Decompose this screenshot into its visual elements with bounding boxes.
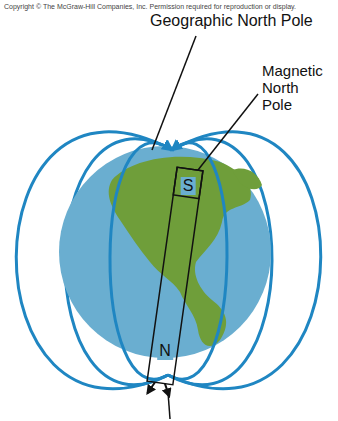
axis-line — [168, 392, 170, 419]
leader-line — [152, 36, 196, 150]
leader-line — [198, 94, 258, 170]
field-lines-inner — [110, 143, 227, 380]
continent-north-america — [109, 157, 251, 346]
pole-label: Magnetic North Pole — [262, 62, 332, 113]
field-lines — [16, 132, 321, 389]
pole-letter: S — [181, 177, 196, 195]
copyright-note: Copyright © The McGraw-Hill Companies, I… — [4, 3, 296, 10]
continent-greenland — [232, 168, 262, 189]
pole-label: Geographic North Pole — [150, 12, 313, 30]
pole-letter: N — [157, 342, 173, 360]
bar-magnet — [145, 167, 202, 396]
